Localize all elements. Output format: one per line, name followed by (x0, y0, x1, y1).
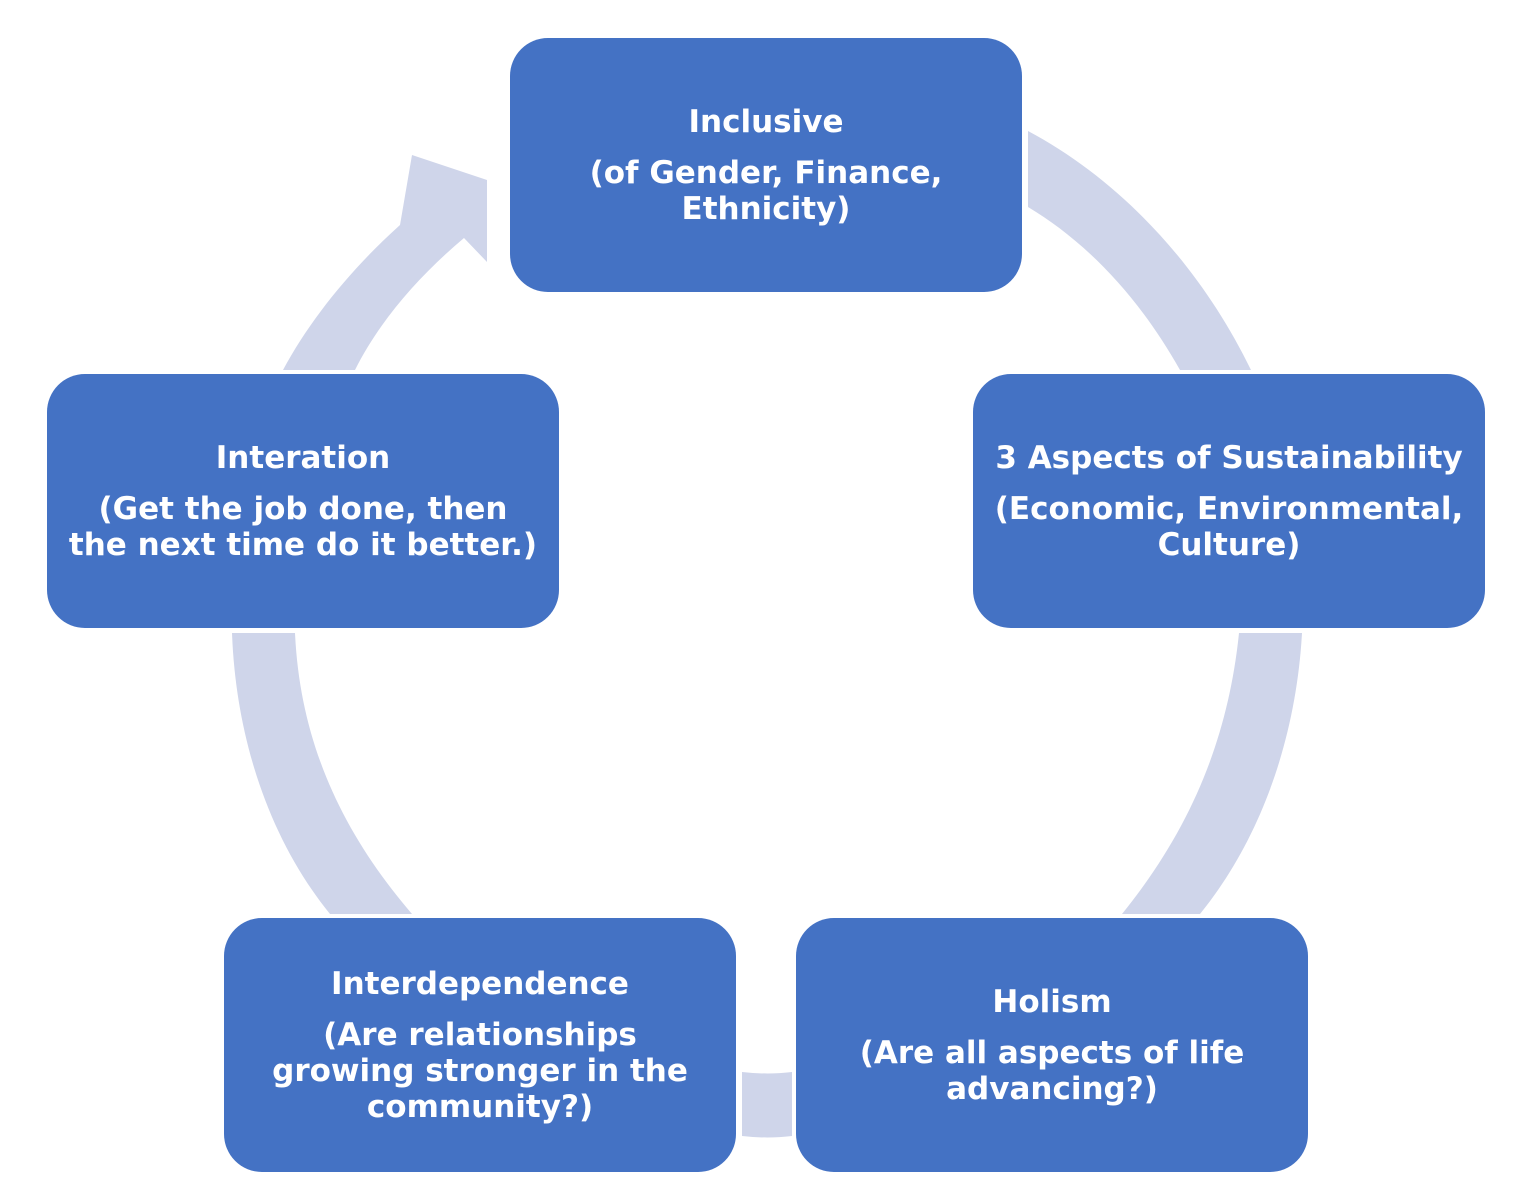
node-description: (Get the job done, then the next time do… (68, 490, 538, 563)
ring-arc-sustainability-to-holism (1122, 633, 1302, 914)
node-description: (Economic, Environmental, Culture) (994, 490, 1464, 563)
node-holism: Holism (Are all aspects of life advancin… (796, 918, 1308, 1172)
node-title: 3 Aspects of Sustainability (995, 439, 1463, 476)
node-description: (Are all aspects of life advancing?) (859, 1034, 1245, 1107)
ring-arc-interdependence-to-interation (232, 633, 412, 914)
node-description: (of Gender, Finance, Ethnicity) (589, 154, 943, 227)
node-description: (Are relationships growing stronger in t… (272, 1016, 688, 1125)
node-title: Interation (215, 439, 391, 476)
ring-arc-inclusive-to-sustainability (1028, 131, 1251, 370)
node-title: Interdependence (331, 965, 629, 1002)
node-title: Inclusive (688, 103, 844, 140)
ring-arc-holism-to-interdependence (742, 1072, 792, 1138)
node-interdependence: Interdependence (Are relationships growi… (224, 918, 736, 1172)
ring-arrow-interation-to-inclusive (283, 155, 487, 370)
node-interation: Interation (Get the job done, then the n… (47, 374, 559, 628)
node-title: Holism (992, 983, 1112, 1020)
node-sustainability: 3 Aspects of Sustainability (Economic, E… (973, 374, 1485, 628)
node-inclusive: Inclusive (of Gender, Finance, Ethnicity… (510, 38, 1022, 292)
